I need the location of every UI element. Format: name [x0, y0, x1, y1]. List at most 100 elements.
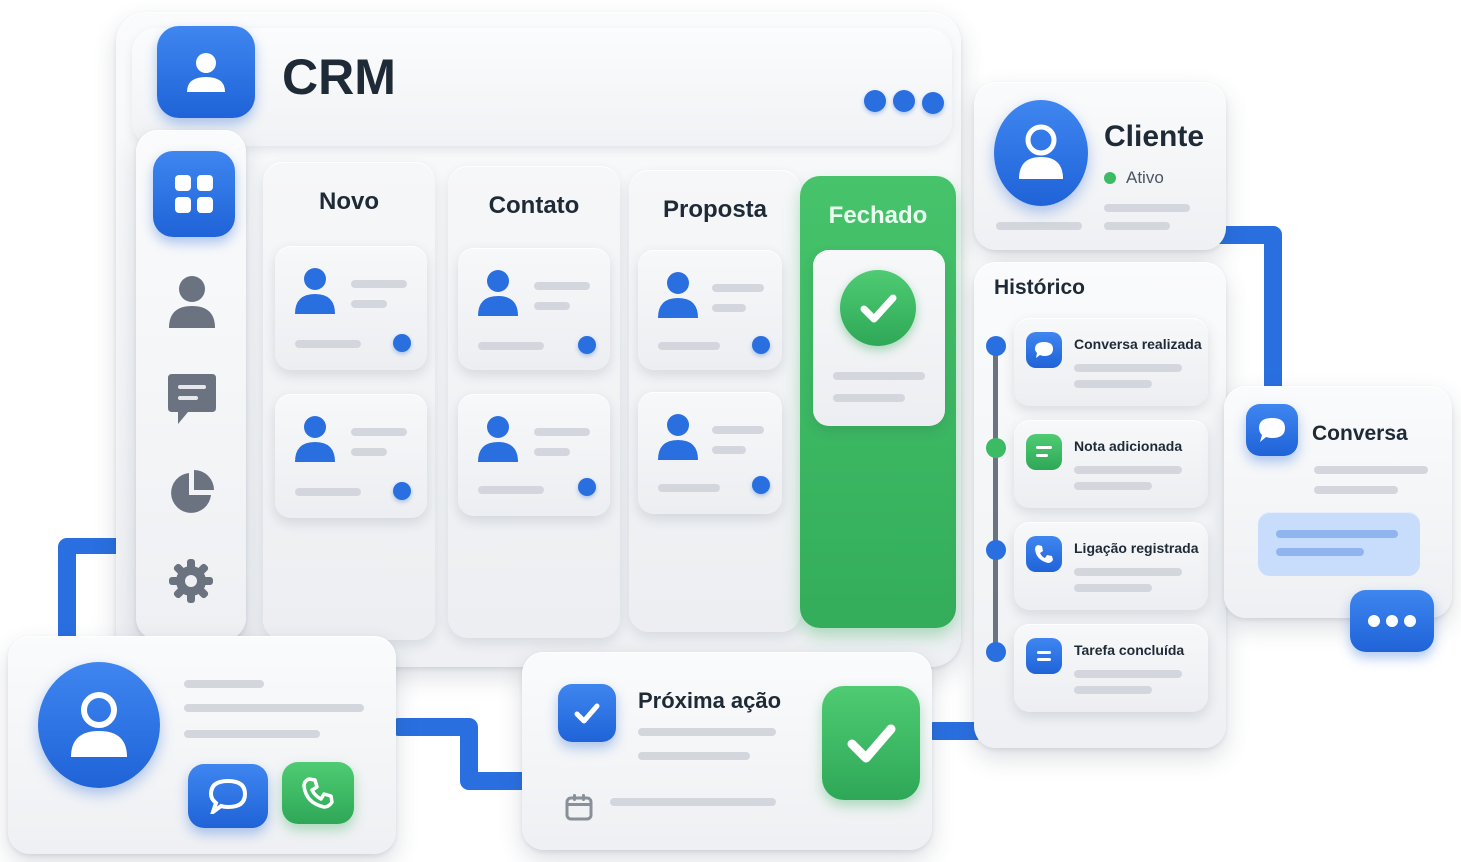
placeholder-line: [351, 448, 387, 456]
placeholder-line: [1104, 204, 1190, 212]
typing-bubble-icon[interactable]: [1350, 590, 1434, 652]
placeholder-line: [1074, 686, 1152, 694]
user-icon: [1019, 124, 1063, 179]
client-status-dot: [1104, 172, 1116, 184]
history-item-label: Nota adicionada: [1074, 438, 1183, 454]
conversation-title: Conversa: [1312, 422, 1408, 445]
placeholder-line: [534, 282, 590, 290]
note-icon: [1026, 434, 1062, 470]
message-icon: [168, 374, 216, 424]
placeholder-line: [295, 488, 361, 496]
status-dot: [578, 336, 596, 354]
deal-card[interactable]: [275, 246, 427, 370]
task-checkbox[interactable]: [558, 684, 616, 742]
person-icon: [169, 276, 215, 328]
placeholder-line: [184, 704, 364, 712]
connector-left: [58, 538, 134, 554]
phone-icon: [302, 777, 334, 809]
timeline-dot: [986, 336, 1006, 356]
deal-card[interactable]: [275, 394, 427, 518]
placeholder-line: [638, 728, 776, 736]
placeholder-line: [1074, 670, 1182, 678]
window-menu-dots[interactable]: [862, 88, 946, 114]
placeholder-line: [1074, 466, 1182, 474]
menu-dot: [893, 90, 915, 112]
user-icon: [295, 416, 335, 462]
placeholder-line: [534, 302, 570, 310]
sidebar-item-dashboard[interactable]: [153, 151, 235, 237]
placeholder-line: [295, 340, 361, 348]
user-icon: [478, 416, 518, 462]
window-header: [132, 28, 952, 146]
calendar-icon: [564, 792, 594, 822]
placeholder-line: [833, 372, 925, 380]
column-title: Fechado: [828, 202, 928, 229]
crm-logo: [157, 26, 255, 118]
message-bubble: [1258, 512, 1420, 576]
connector-left-down: [58, 538, 76, 648]
menu-dot: [864, 90, 886, 112]
placeholder-line: [184, 680, 264, 688]
history-item[interactable]: Tarefa concluída: [1014, 624, 1208, 712]
placeholder-line: [658, 342, 720, 350]
status-dot: [752, 336, 770, 354]
placeholder-line: [351, 428, 407, 436]
message-button[interactable]: [188, 764, 268, 828]
grid-icon: [175, 175, 213, 213]
contact-avatar: [38, 662, 160, 788]
checkmark-icon: [574, 703, 600, 724]
sidebar-item-settings[interactable]: [168, 558, 214, 604]
check-circle-icon: [840, 270, 916, 346]
placeholder-line: [1104, 222, 1170, 230]
connector-bottom-b: [460, 718, 478, 788]
placeholder-line: [1314, 486, 1398, 494]
connector-client-conversation-down: [1264, 226, 1282, 396]
placeholder-line: [638, 752, 750, 760]
timeline-dot: [986, 540, 1006, 560]
call-button[interactable]: [282, 762, 354, 824]
connector-action-history: [925, 722, 985, 740]
menu-dot: [922, 92, 944, 114]
user-icon: [478, 270, 518, 316]
sidebar-item-contacts[interactable]: [166, 272, 218, 330]
placeholder-line: [1276, 548, 1364, 556]
sidebar-item-reports[interactable]: [168, 468, 216, 516]
history-item[interactable]: Conversa realizada: [1014, 318, 1208, 406]
placeholder-line: [712, 304, 746, 312]
user-icon: [658, 272, 698, 318]
next-action-title: Próxima ação: [638, 688, 782, 713]
closed-deal-card[interactable]: [813, 250, 945, 426]
history-item-label: Ligação registrada: [1074, 540, 1199, 556]
placeholder-line: [712, 446, 746, 454]
placeholder-line: [534, 428, 590, 436]
task-icon: [1026, 638, 1062, 674]
deal-card[interactable]: [458, 248, 610, 370]
status-dot: [393, 334, 411, 352]
timeline-dot: [986, 438, 1006, 458]
chat-icon: [1246, 404, 1298, 456]
history-item[interactable]: Nota adicionada: [1014, 420, 1208, 508]
placeholder-line: [1074, 482, 1152, 490]
deal-card[interactable]: [458, 394, 610, 516]
placeholder-line: [658, 484, 720, 492]
chat-icon: [208, 778, 248, 814]
deal-card[interactable]: [638, 392, 782, 514]
column-title: Contato: [488, 192, 580, 219]
timeline-dot: [986, 642, 1006, 662]
connector-bottom-a: [390, 718, 476, 736]
placeholder-line: [478, 342, 544, 350]
history-item[interactable]: Ligação registrada: [1014, 522, 1208, 610]
sidebar-item-messages[interactable]: [166, 372, 218, 428]
history-item-label: Tarefa concluída: [1074, 642, 1185, 658]
placeholder-line: [1074, 568, 1182, 576]
app-title: CRM: [282, 49, 396, 105]
deal-card[interactable]: [638, 250, 782, 370]
placeholder-line: [1074, 364, 1182, 372]
complete-action-button[interactable]: [822, 686, 920, 800]
user-icon: [295, 268, 335, 314]
placeholder-line: [351, 280, 407, 288]
user-icon: [658, 414, 698, 460]
placeholder-line: [1276, 530, 1398, 538]
placeholder-line: [184, 730, 320, 738]
placeholder-line: [351, 300, 387, 308]
